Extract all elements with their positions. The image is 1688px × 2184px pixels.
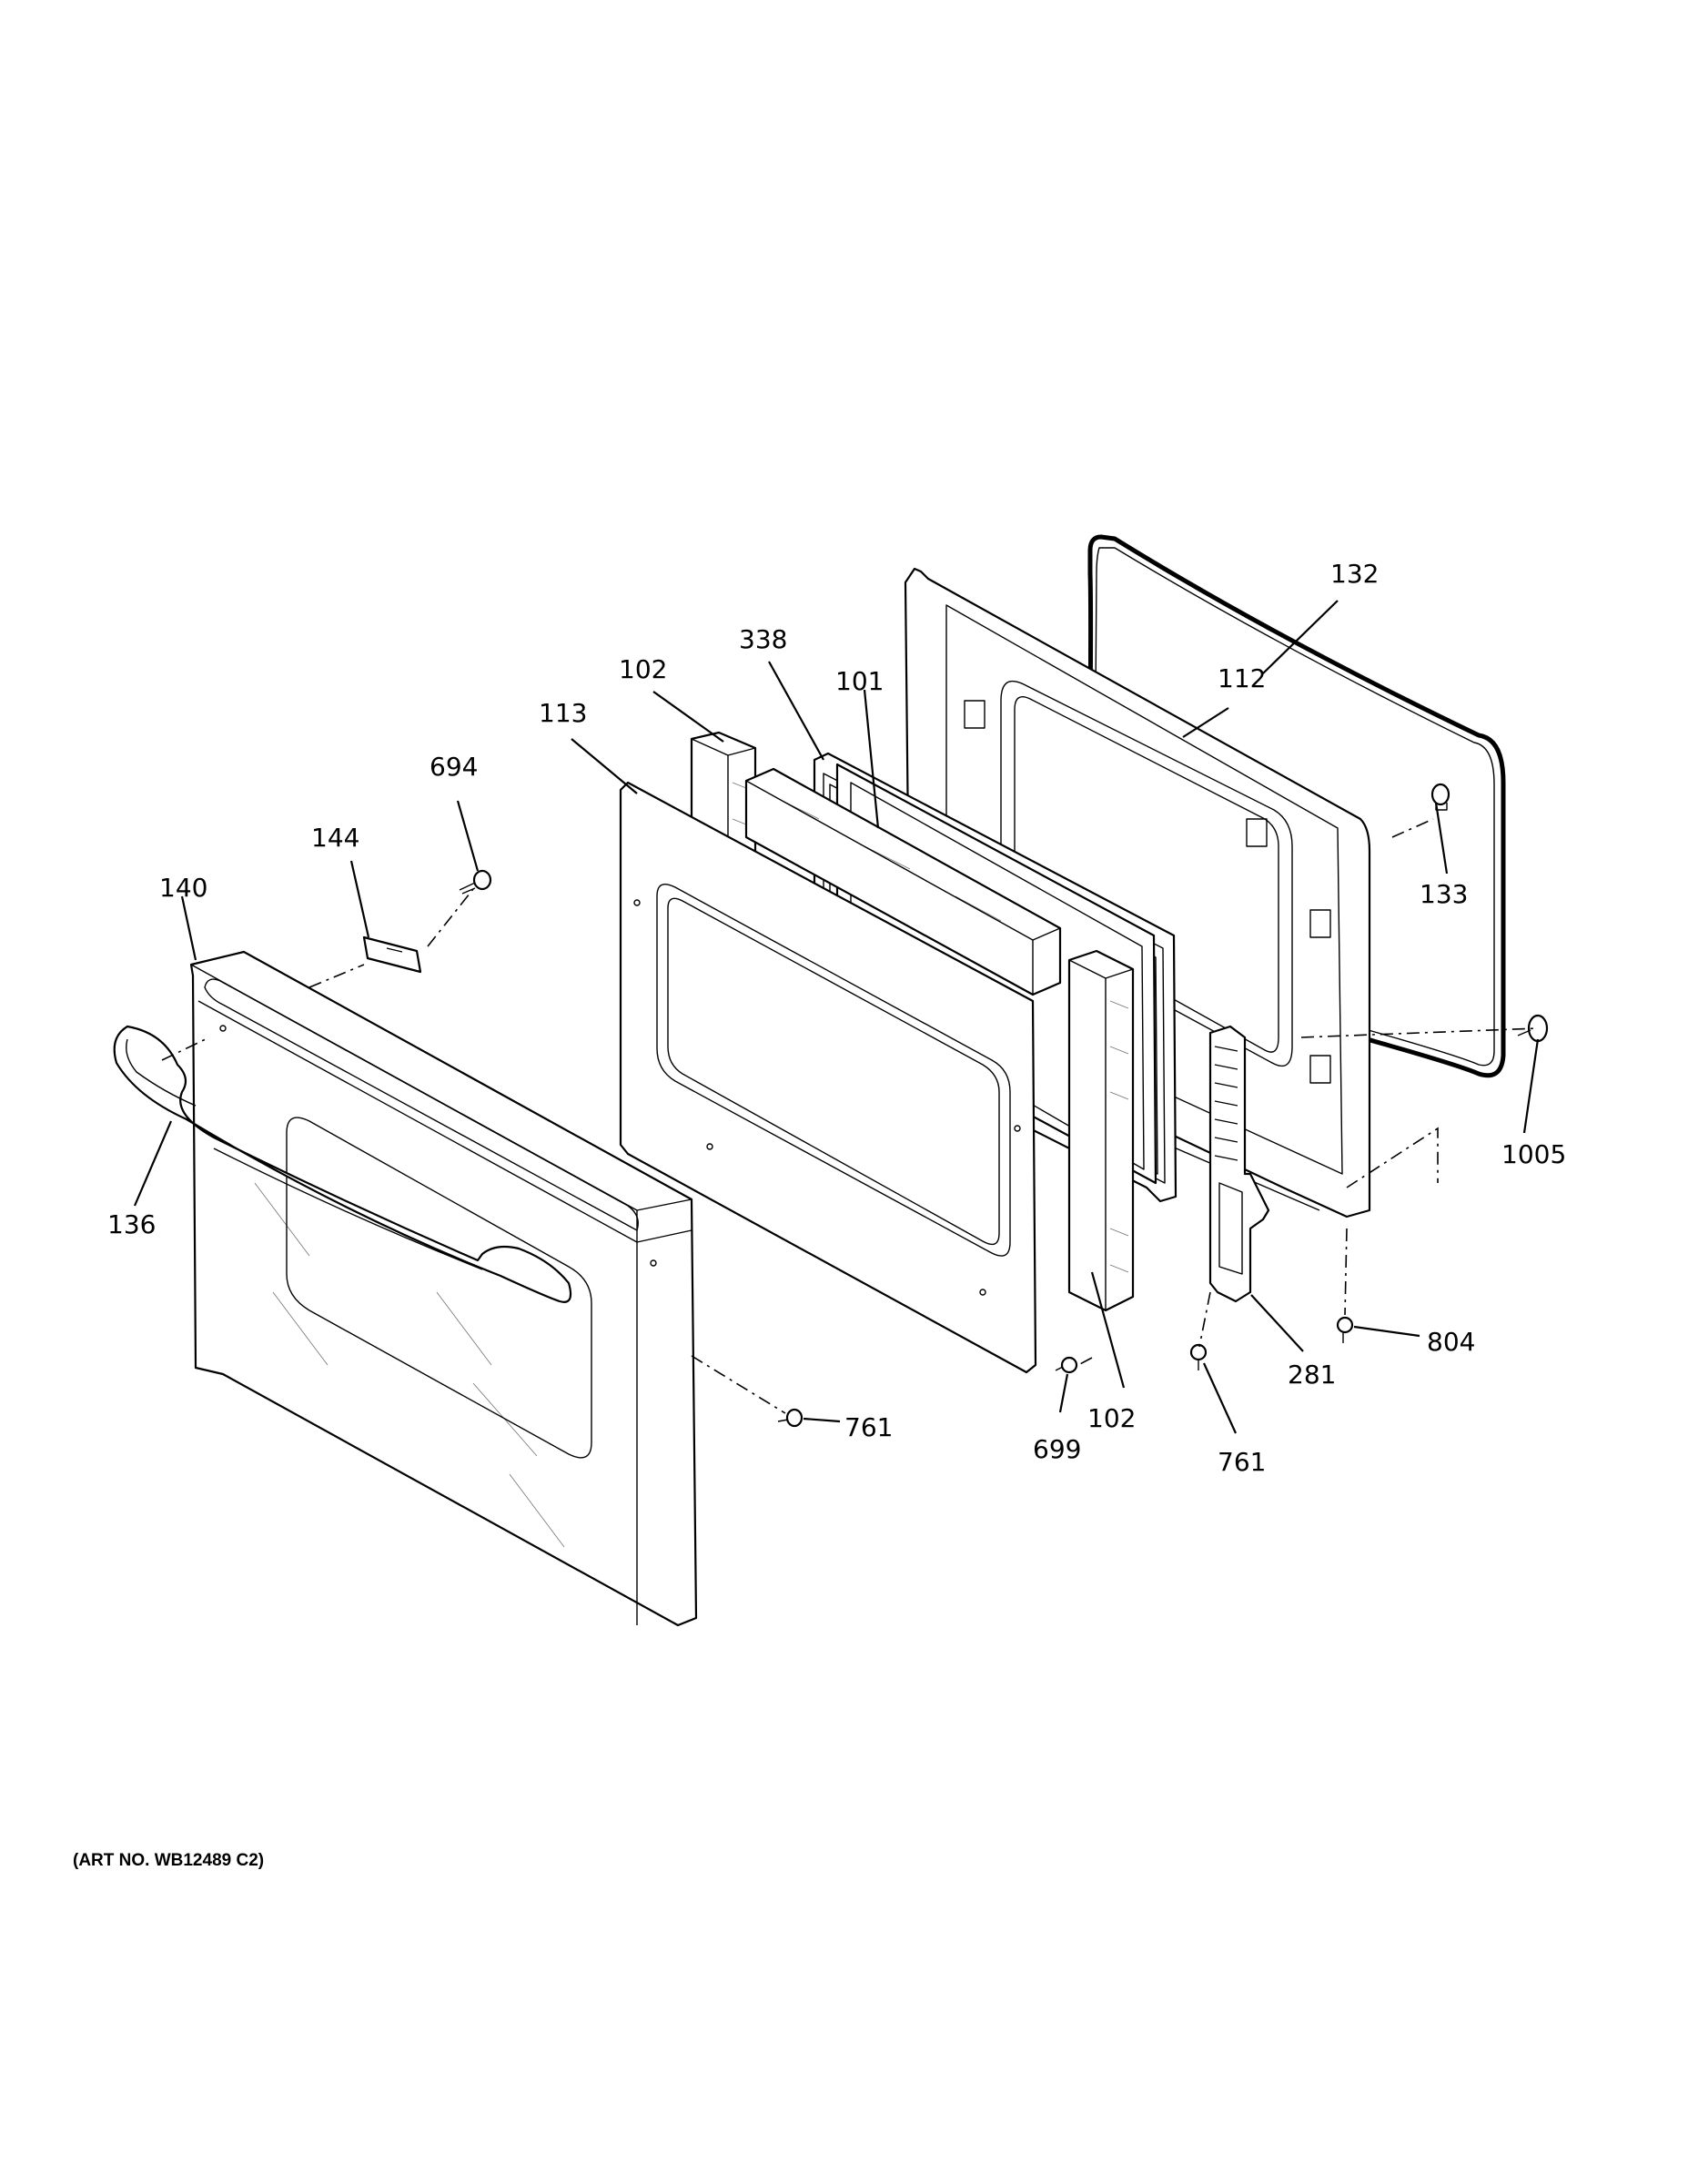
callout-761-left: 761 [844, 1412, 893, 1442]
part-102-insulation-block-top [744, 767, 1062, 996]
callout-113: 113 [539, 698, 587, 728]
part-761-screw-lower-right [1189, 1343, 1208, 1370]
part-144-bracket [362, 935, 422, 974]
callout-140: 140 [159, 873, 207, 903]
callout-133: 133 [1420, 879, 1468, 909]
callout-281: 281 [1288, 1360, 1336, 1390]
callout-144: 144 [311, 823, 359, 853]
part-804-screw [1336, 1316, 1354, 1343]
part-281-door-hinge [1208, 1025, 1270, 1303]
callout-101: 101 [835, 666, 884, 696]
callout-694: 694 [430, 752, 478, 782]
callout-761-right: 761 [1218, 1447, 1266, 1477]
part-140-outer-door-panel [189, 950, 698, 1627]
part-136-door-handle [113, 1025, 572, 1303]
callout-102-lower: 102 [1087, 1403, 1136, 1433]
callout-804: 804 [1427, 1327, 1475, 1357]
callout-132: 132 [1330, 559, 1379, 589]
callout-1005: 1005 [1501, 1139, 1566, 1169]
part-102-insulation-block-right [1067, 949, 1135, 1312]
callout-136: 136 [107, 1209, 156, 1239]
leader-lines [133, 600, 1540, 1434]
art-number: (ART NO. WB12489 C2) [73, 1851, 265, 1870]
part-761-screw-lower-left [777, 1408, 804, 1428]
part-133-screw [1430, 783, 1450, 811]
part-113-door-frame [619, 781, 1037, 1374]
part-694-screw [459, 869, 492, 895]
callout-699: 699 [1033, 1434, 1081, 1464]
callout-102-upper: 102 [619, 654, 667, 684]
callout-112: 112 [1218, 663, 1266, 693]
part-699-screw [1055, 1356, 1078, 1374]
assembly-lines [161, 818, 1539, 1414]
callout-labels: 132 112 338 101 102 113 694 144 140 133 … [107, 559, 1566, 1477]
callout-338: 338 [739, 624, 787, 654]
